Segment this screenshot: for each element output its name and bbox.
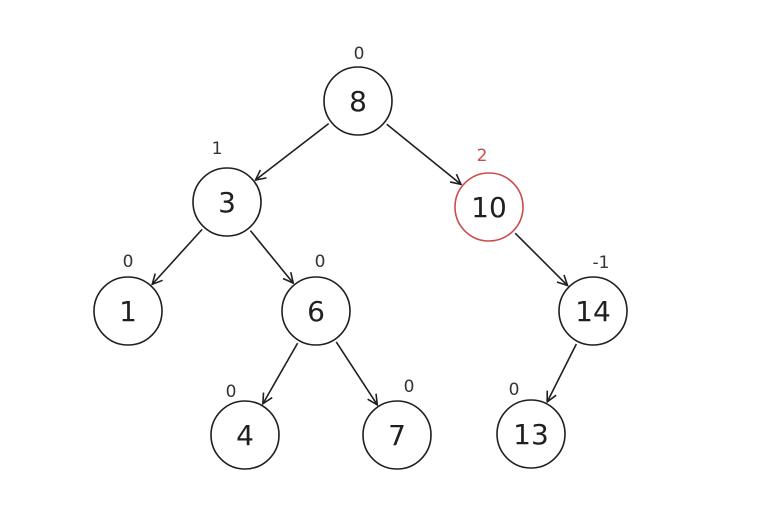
balance-factor-label: 0 [315,252,326,272]
node-13: 13 0 [496,380,566,469]
node-1: 10 [93,252,163,346]
edges-layer [152,122,578,405]
node-circle [454,172,524,242]
node-value: 10 [471,191,507,224]
node-circle [323,66,393,136]
edge-n3-to-n6 [249,230,293,283]
node-8: 80 [323,44,393,136]
edge-n14-to-n13 [547,343,578,402]
edge-n8-to-n3 [256,122,330,180]
node-value: 8 [349,85,367,118]
node-6: 60 [281,252,351,346]
balance-factor-label: 0 [226,382,237,402]
edge-n10-to-n14 [514,232,567,285]
edge-n6-to-n7 [335,341,377,405]
balance-factor-label: 2 [477,146,488,166]
node-value: 14 [575,295,611,328]
node-circle [496,399,566,469]
edge-n3-to-n1 [152,228,203,284]
node-value: 7 [388,419,406,452]
node-value: 6 [307,295,325,328]
node-circle [281,276,351,346]
node-circle [558,276,628,346]
edge-n8-to-n10 [386,123,461,184]
node-circle [210,400,280,470]
node-value: 3 [218,186,236,219]
node-value: 13 [513,418,549,451]
node-value: 1 [119,295,137,328]
node-10: 10 2 [454,146,524,242]
node-4: 40 [210,382,280,470]
balance-factor-label: 1 [212,139,223,159]
node-circle [362,400,432,470]
node-7: 70 [362,377,432,470]
balance-factor-label: 0 [123,252,134,272]
balance-factor-label: 0 [354,44,365,64]
node-value: 4 [236,419,254,452]
node-14: 14 -1 [558,253,628,346]
balance-factor-label: 0 [509,380,520,400]
balance-factor-label: 0 [404,377,415,397]
edge-n6-to-n4 [263,342,299,404]
balance-factor-label: -1 [593,253,610,273]
node-circle [93,276,163,346]
node-3: 31 [192,139,262,237]
node-circle [192,167,262,237]
